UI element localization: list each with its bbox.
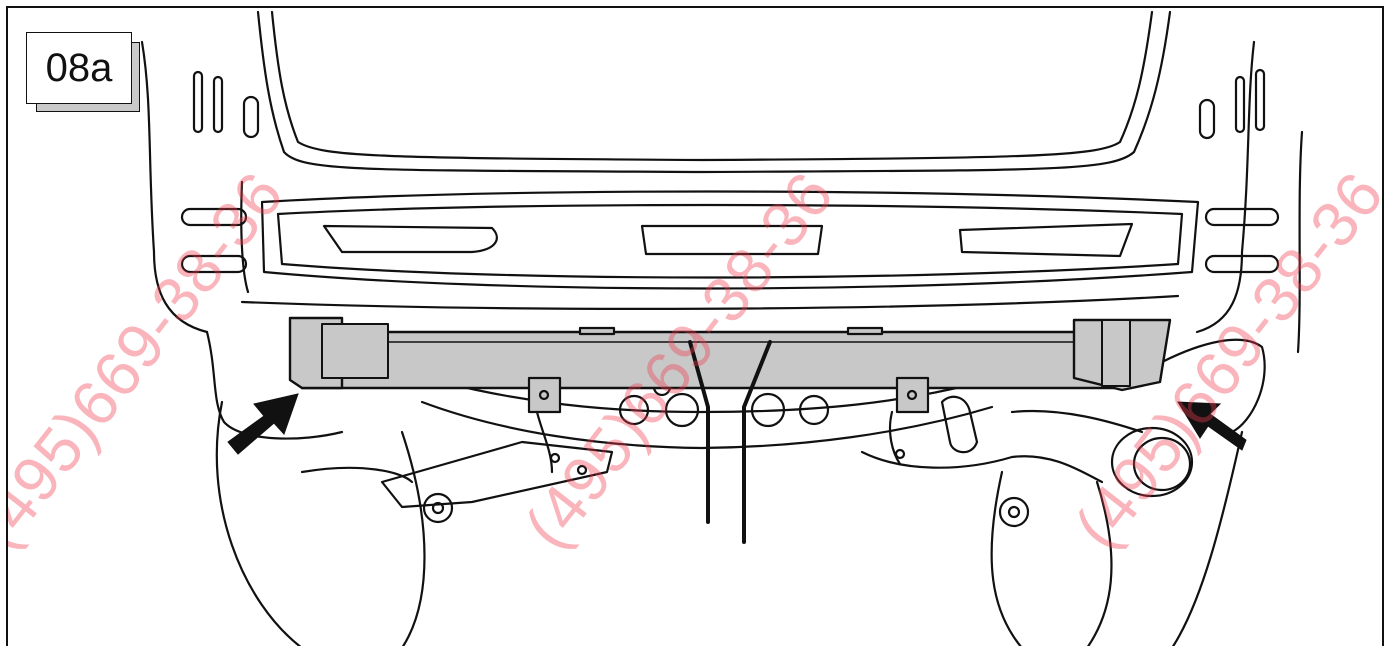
body-side-left — [140, 40, 260, 334]
tailgate-outline — [256, 10, 1172, 174]
left-center-bracket — [527, 376, 562, 474]
right-mounting-point-arrow — [1177, 401, 1247, 451]
step-label: 08a — [26, 32, 132, 104]
left-mounting-point-arrow — [227, 393, 299, 455]
body-side-right — [1195, 40, 1304, 354]
left-wheel-arch — [205, 330, 344, 440]
tow-bar-crossmember — [288, 316, 1172, 392]
diagram-frame: 08a (495)669-38-36 (495)669-38-36 (495)6… — [6, 6, 1384, 646]
right-wheel-arch — [1160, 338, 1266, 434]
installation-drawing — [140, 10, 1304, 646]
rear-wheel-left — [215, 400, 426, 646]
ball-mount-bars — [688, 340, 772, 544]
rear-bumper — [240, 190, 1200, 310]
rear-wheel-right — [990, 430, 1244, 646]
exhaust-pipe — [1010, 409, 1194, 498]
right-center-bracket — [888, 376, 930, 466]
